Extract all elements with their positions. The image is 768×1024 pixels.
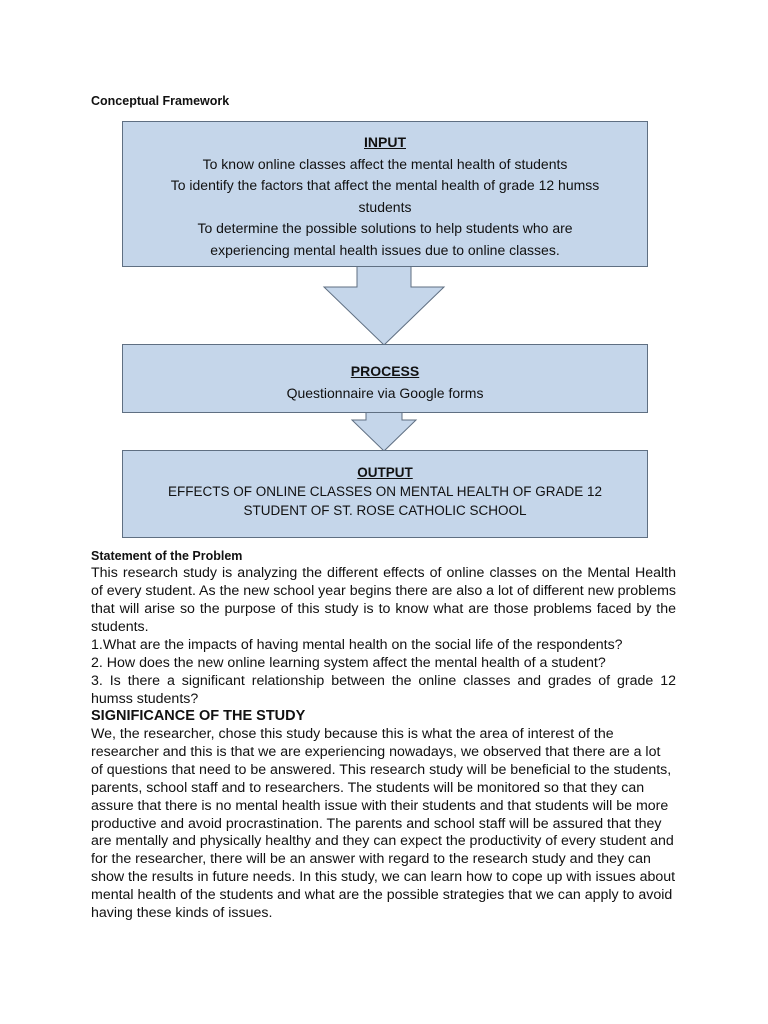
input-line: To identify the factors that affect the …: [170, 177, 600, 193]
research-question: 2. How does the new online learning syst…: [91, 655, 606, 671]
input-line: experiencing mental health issues due to…: [210, 241, 560, 258]
input-line: To know online classes affect the mental…: [202, 155, 568, 172]
process-line: Questionnaire via Google forms: [286, 384, 484, 401]
input-line: To determine the possible solutions to h…: [197, 220, 573, 236]
arrow-input-to-process: [322, 264, 446, 346]
significance-paragraph: We, the researcher, chose this study bec…: [91, 726, 676, 922]
arrow-process-to-output: [350, 410, 418, 452]
significance-heading: SIGNIFICANCE OF THE STUDY: [91, 708, 306, 724]
statement-of-problem-paragraph: This research study is analyzing the dif…: [91, 565, 676, 635]
process-box: PROCESS Questionnaire via Google forms: [122, 344, 648, 413]
input-box: INPUT To know online classes affect the …: [122, 121, 648, 267]
output-title: OUTPUT: [357, 465, 413, 480]
input-title: INPUT: [364, 134, 406, 150]
research-question: 3. Is there a significant relationship b…: [91, 673, 676, 707]
conceptual-framework-heading: Conceptual Framework: [91, 94, 230, 108]
process-title: PROCESS: [350, 363, 420, 379]
output-line: EFFECTS OF ONLINE CLASSES ON MENTAL HEAL…: [167, 484, 603, 499]
statement-of-problem-heading: Statement of the Problem: [91, 549, 243, 563]
output-box: OUTPUT EFFECTS OF ONLINE CLASSES ON MENT…: [122, 450, 648, 538]
output-line: STUDENT OF ST. ROSE CATHOLIC SCHOOL: [243, 503, 527, 518]
input-line: students: [358, 198, 412, 215]
research-question: 1.What are the impacts of having mental …: [91, 637, 623, 653]
